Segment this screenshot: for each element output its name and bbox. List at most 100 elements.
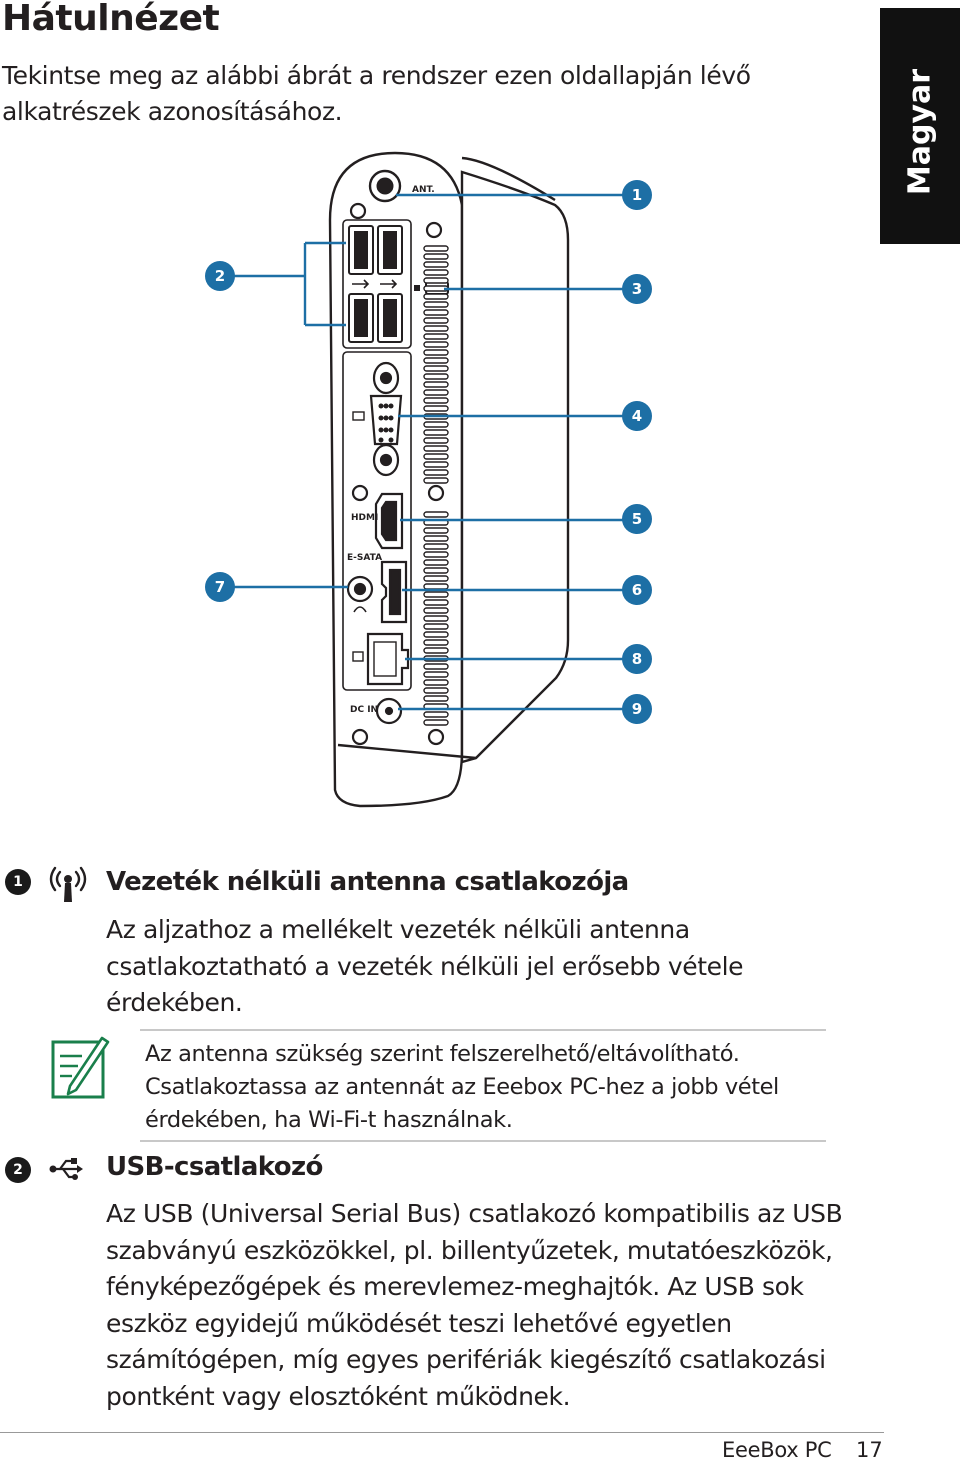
- screw: [349, 202, 367, 220]
- vent-slot: [423, 511, 449, 518]
- dc-in-port-label: DC IN: [350, 705, 378, 715]
- callout-badge-9: [622, 694, 652, 724]
- callout-badge-4: [622, 401, 652, 431]
- vent-slot: [423, 543, 449, 550]
- callout-number-6: 6: [632, 581, 642, 599]
- footer-rule: [0, 1432, 884, 1433]
- vent-slot: [423, 469, 449, 476]
- screw: [351, 728, 369, 746]
- vent-slot: [423, 357, 449, 364]
- vent-slot: [423, 429, 449, 436]
- vent-slot: [423, 695, 449, 702]
- callout-badge-1: [622, 180, 652, 210]
- headphone-jack: [346, 575, 374, 603]
- vent-slot: [423, 309, 449, 316]
- vent-slot: [423, 397, 449, 404]
- vent-slot: [423, 671, 449, 678]
- antenna-connector: [368, 169, 402, 203]
- callout-number-3: 3: [632, 280, 642, 298]
- page-heading: Hátulnézet: [2, 0, 220, 39]
- vent-slot: [423, 245, 449, 252]
- rear-panel-diagram: ANT.: [205, 151, 652, 808]
- callout-badge-3: [622, 274, 652, 304]
- usb-icon: [49, 1158, 83, 1180]
- screw: [427, 484, 445, 502]
- lock-icon: [414, 285, 420, 291]
- vent-slot: [423, 647, 449, 654]
- language-tab: Magyar: [880, 8, 960, 244]
- vent-slot: [423, 663, 449, 670]
- vent-slot: [423, 607, 449, 614]
- item-title: Vezeték nélküli antenna csatlakozója: [106, 867, 629, 897]
- vent-slot: [423, 567, 449, 574]
- note-text: Az antenna szükség szerint felszerelhető…: [145, 1041, 779, 1133]
- vent-slot: [423, 711, 449, 718]
- vent-slot: [423, 623, 449, 630]
- note-bottom-rule: [140, 1140, 826, 1142]
- vent-slot: [423, 341, 449, 348]
- vent-slot: [423, 639, 449, 646]
- usb-ports: [348, 225, 403, 343]
- callout-badge-2: [205, 261, 235, 291]
- vent-slot: [423, 599, 449, 606]
- callout-number-9: 9: [632, 700, 642, 718]
- language-tab-label: Magyar: [902, 68, 938, 196]
- vent-slot: [423, 559, 449, 566]
- ventilation-grille: [423, 245, 449, 726]
- screw: [351, 484, 369, 502]
- vent-slot: [423, 527, 449, 534]
- monitor-icon: [352, 411, 365, 421]
- vent-slot: [423, 535, 449, 542]
- vent-slot: [423, 325, 449, 332]
- intro-text: Tekintse meg az alábbi ábrát a rendszer …: [2, 61, 751, 126]
- callout-number-1: 1: [632, 186, 642, 204]
- hdmi-port-label: HDMI: [351, 513, 378, 523]
- vent-slot: [423, 687, 449, 694]
- item-description: Az aljzathoz a mellékelt vezeték nélküli…: [106, 915, 744, 1017]
- vent-slot: [423, 277, 449, 284]
- page-number: 17: [856, 1438, 883, 1462]
- callout-line-2: [233, 241, 346, 327]
- item-number-badge: 2: [5, 1157, 31, 1183]
- usb-symbol-icon: [352, 279, 370, 289]
- vent-slot: [423, 349, 449, 356]
- vent-slot: [423, 615, 449, 622]
- vent-slot: [423, 591, 449, 598]
- vent-slot: [423, 333, 449, 340]
- vent-slot: [423, 261, 449, 268]
- vent-slot: [423, 365, 449, 372]
- screw: [427, 728, 445, 746]
- wireless-antenna-icon: [49, 866, 87, 902]
- callout-number-2: 2: [215, 267, 225, 285]
- network-icon: [352, 651, 364, 662]
- item-number-badge: 1: [5, 869, 31, 895]
- screw: [425, 221, 443, 239]
- esata-port-label: E-SATA: [347, 553, 382, 563]
- vent-slot: [423, 389, 449, 396]
- vent-slot: [423, 719, 449, 726]
- hdmi-port: [374, 492, 404, 550]
- callout-badge-7: [205, 572, 235, 602]
- callout-number-5: 5: [632, 510, 642, 528]
- dc-in-port: [375, 697, 403, 725]
- note-top-rule: [140, 1029, 826, 1031]
- callout-number-8: 8: [632, 650, 642, 668]
- item-description: Az USB (Universal Serial Bus) csatlakozó…: [106, 1199, 843, 1411]
- item-title: USB-csatlakozó: [106, 1152, 323, 1182]
- lan-port: [366, 632, 410, 686]
- callout-badge-6: [622, 575, 652, 605]
- callout-badge-5: [622, 504, 652, 534]
- vent-slot: [423, 445, 449, 452]
- chassis-side: [460, 170, 570, 764]
- headphone-icon: [353, 606, 367, 613]
- note-pencil-icon: [51, 1036, 110, 1099]
- vent-slot: [423, 461, 449, 468]
- vent-slot: [423, 575, 449, 582]
- vent-slot: [423, 421, 449, 428]
- vent-slot: [423, 679, 449, 686]
- vent-slot: [423, 477, 449, 484]
- vent-slot: [423, 317, 449, 324]
- vent-slot: [423, 301, 449, 308]
- vent-slot: [423, 453, 449, 460]
- vent-slot: [423, 269, 449, 276]
